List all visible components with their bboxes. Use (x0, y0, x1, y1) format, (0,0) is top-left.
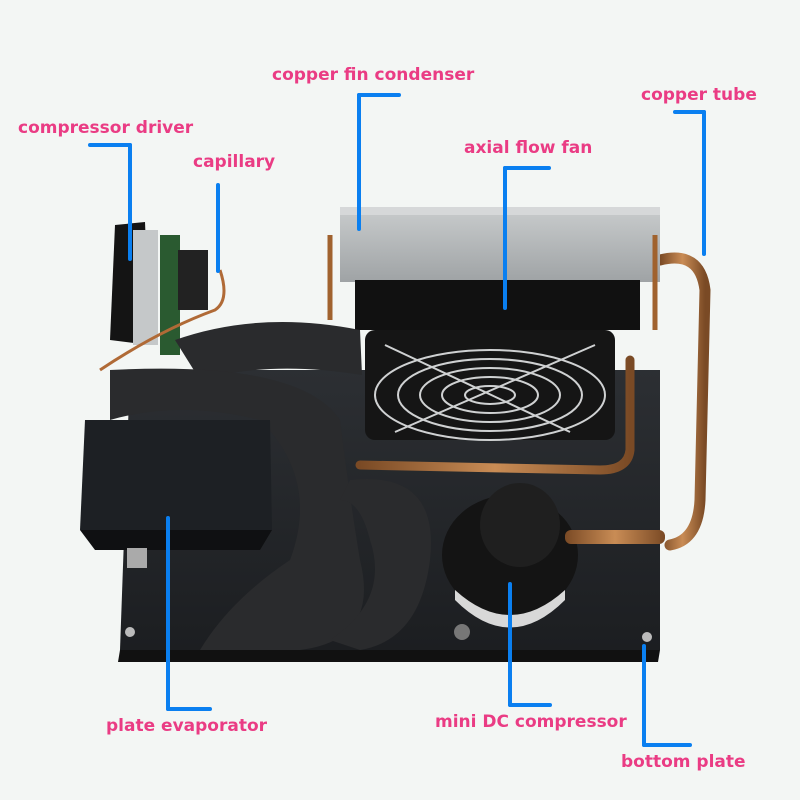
label-compressor-driver: compressor driver (18, 118, 194, 138)
leader-capillary (216, 183, 220, 273)
compressor-driver (110, 222, 208, 355)
label-copper-fin-condenser: copper fin condenser (272, 65, 475, 85)
leader-copper-fin-condenser-tick (357, 93, 401, 97)
insulated-pipe (110, 322, 431, 650)
leader-compressor-driver-tick (88, 143, 132, 147)
leader-mini-dc-compressor (508, 582, 512, 707)
leader-compressor-driver (128, 143, 132, 261)
copper-tube (355, 252, 711, 551)
leader-axial-flow-fan (503, 166, 507, 310)
leader-bottom-plate-tick (642, 743, 692, 747)
copper-fin-condenser (327, 207, 660, 330)
capillary (99, 269, 226, 372)
label-plate-evaporator: plate evaporator (106, 716, 268, 736)
leader-mini-dc-compressor-tick (508, 703, 552, 707)
label-capillary: capillary (193, 152, 276, 172)
leader-copper-tube (702, 110, 706, 256)
leader-bottom-plate (642, 644, 646, 747)
leader-axial-flow-fan-tick (503, 166, 551, 170)
leader-plate-evaporator-tick (166, 707, 212, 711)
label-axial-flow-fan: axial flow fan (464, 138, 593, 158)
axial-flow-fan (355, 280, 640, 441)
label-bottom-plate: bottom plate (621, 752, 746, 772)
leader-copper-tube-tick (673, 110, 706, 114)
plate-evaporator (80, 420, 272, 568)
label-copper-tube: copper tube (641, 85, 757, 105)
label-mini-dc-compressor: mini DC compressor (435, 712, 627, 732)
leader-copper-fin-condenser (357, 93, 361, 231)
leader-plate-evaporator (166, 516, 170, 711)
mini-dc-compressor (442, 483, 665, 640)
